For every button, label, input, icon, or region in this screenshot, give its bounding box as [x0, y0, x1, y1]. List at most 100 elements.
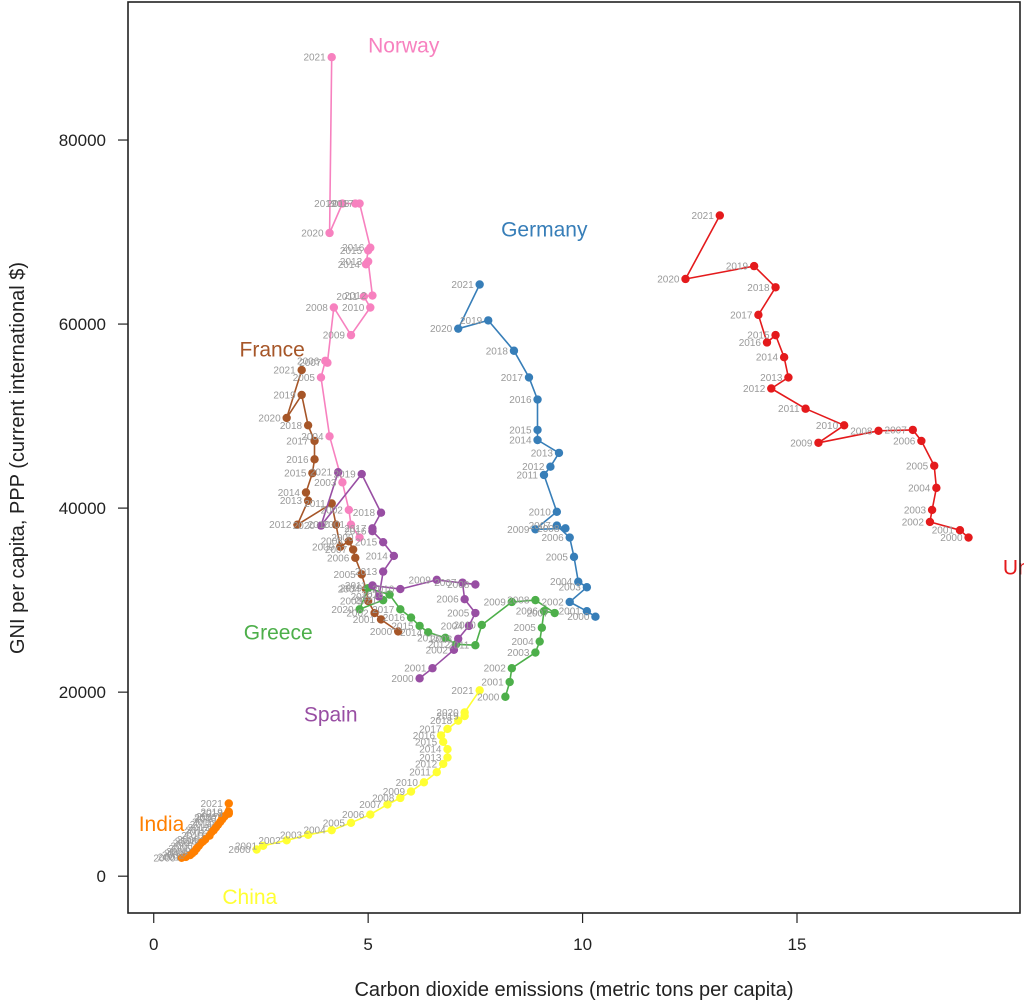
y-axis-title: GNI per capita, PPP (current internation… — [7, 262, 29, 654]
year-label: 2000 — [391, 674, 414, 685]
series-india — [177, 799, 233, 862]
year-label: 2016 — [194, 815, 217, 826]
year-label: 2006 — [516, 607, 539, 618]
year-label: 2010 — [396, 778, 419, 789]
year-label: 2014 — [190, 820, 213, 831]
year-label: 2003 — [904, 505, 927, 516]
data-point-germany — [524, 373, 534, 382]
data-point-china — [439, 737, 448, 747]
data-point-china — [346, 818, 356, 828]
data-point-china — [436, 731, 446, 740]
year-label: 2001 — [404, 664, 427, 675]
year-label: 2005 — [514, 623, 537, 634]
country-label-greece: Greece — [244, 622, 313, 645]
data-point-france — [303, 421, 313, 430]
series-united-states — [681, 211, 973, 542]
data-point-greece — [550, 608, 559, 618]
year-label: 2010 — [342, 303, 365, 314]
year-label: 2013 — [188, 823, 211, 834]
series-line-united-states — [684, 215, 970, 539]
data-point-greece — [477, 620, 486, 630]
year-label: 2007 — [359, 800, 382, 811]
year-label: 2021 — [303, 53, 326, 64]
data-point-germany — [454, 324, 463, 333]
year-label: 2000 — [370, 627, 393, 638]
data-point-greece — [537, 623, 547, 632]
data-point-united-states — [767, 384, 776, 393]
year-label: 2020 — [436, 708, 459, 719]
series-line-spain — [320, 471, 477, 679]
data-point-germany — [552, 507, 562, 516]
year-label: 2019 — [460, 316, 483, 327]
series-greece — [355, 583, 559, 701]
data-point-china — [443, 753, 452, 762]
data-point-spain — [432, 575, 441, 585]
year-label: 2015 — [747, 331, 770, 342]
year-label: 2008 — [175, 837, 198, 848]
year-label: 2018 — [280, 421, 303, 432]
data-point-china — [432, 768, 441, 777]
year-label: 2018 — [361, 590, 384, 601]
year-label: 2015 — [415, 737, 438, 748]
series-norway — [316, 53, 377, 542]
year-label: 2018 — [353, 508, 376, 519]
data-point-norway — [366, 243, 375, 252]
year-label: 2005 — [546, 552, 569, 563]
data-point-france — [297, 390, 306, 400]
year-label: 2014 — [278, 488, 301, 499]
year-label: 2020 — [293, 521, 316, 532]
data-series — [177, 53, 973, 862]
year-label: 2017 — [730, 310, 753, 321]
data-point-spain — [449, 645, 459, 655]
data-point-china — [383, 800, 392, 809]
data-point-france — [363, 596, 373, 606]
year-label: 2014 — [756, 353, 779, 364]
year-label: 2019 — [340, 584, 363, 595]
series-china — [252, 686, 484, 854]
data-point-norway — [346, 520, 356, 529]
year-label: 2002 — [162, 851, 185, 862]
data-point-germany — [484, 316, 493, 325]
data-point-spain — [368, 581, 377, 590]
data-point-greece — [406, 613, 416, 622]
data-point-germany — [561, 524, 570, 533]
year-label: 2020 — [194, 813, 217, 824]
year-label: 2000 — [331, 533, 354, 544]
data-point-france — [376, 615, 386, 624]
data-point-germany — [533, 425, 542, 435]
series-spain — [316, 468, 480, 683]
data-point-spain — [460, 595, 469, 604]
data-point-greece — [441, 633, 450, 643]
data-point-germany — [554, 448, 564, 458]
data-point-france — [303, 496, 313, 505]
year-label: 2019 — [333, 470, 356, 481]
series-line-germany — [457, 284, 596, 618]
data-point-india — [224, 807, 233, 816]
data-point-united-states — [715, 211, 725, 220]
y-tick-label: 60000 — [59, 315, 106, 334]
year-label: 2008 — [507, 596, 530, 607]
data-point-norway — [338, 478, 347, 487]
year-label: 2016 — [286, 455, 309, 466]
data-point-france — [370, 608, 379, 618]
year-label: 2000 — [940, 533, 963, 544]
year-label: 2016 — [739, 338, 762, 349]
year-label: 2014 — [338, 260, 361, 271]
year-label: 2004 — [908, 483, 931, 494]
year-label: 2002 — [484, 664, 507, 675]
data-point-china — [282, 836, 291, 845]
data-point-united-states — [908, 425, 917, 435]
data-point-united-states — [681, 274, 690, 284]
data-point-france — [297, 365, 306, 375]
data-point-china — [460, 708, 469, 717]
data-point-united-states — [762, 338, 772, 347]
year-label: 2003 — [430, 634, 453, 645]
year-label: 2007 — [299, 358, 322, 369]
data-point-china — [252, 845, 261, 854]
data-point-china — [303, 830, 313, 839]
year-label: 2019 — [314, 199, 337, 210]
year-label: 2008 — [850, 426, 873, 437]
data-point-norway — [355, 533, 364, 542]
year-label: 2019 — [201, 807, 224, 818]
